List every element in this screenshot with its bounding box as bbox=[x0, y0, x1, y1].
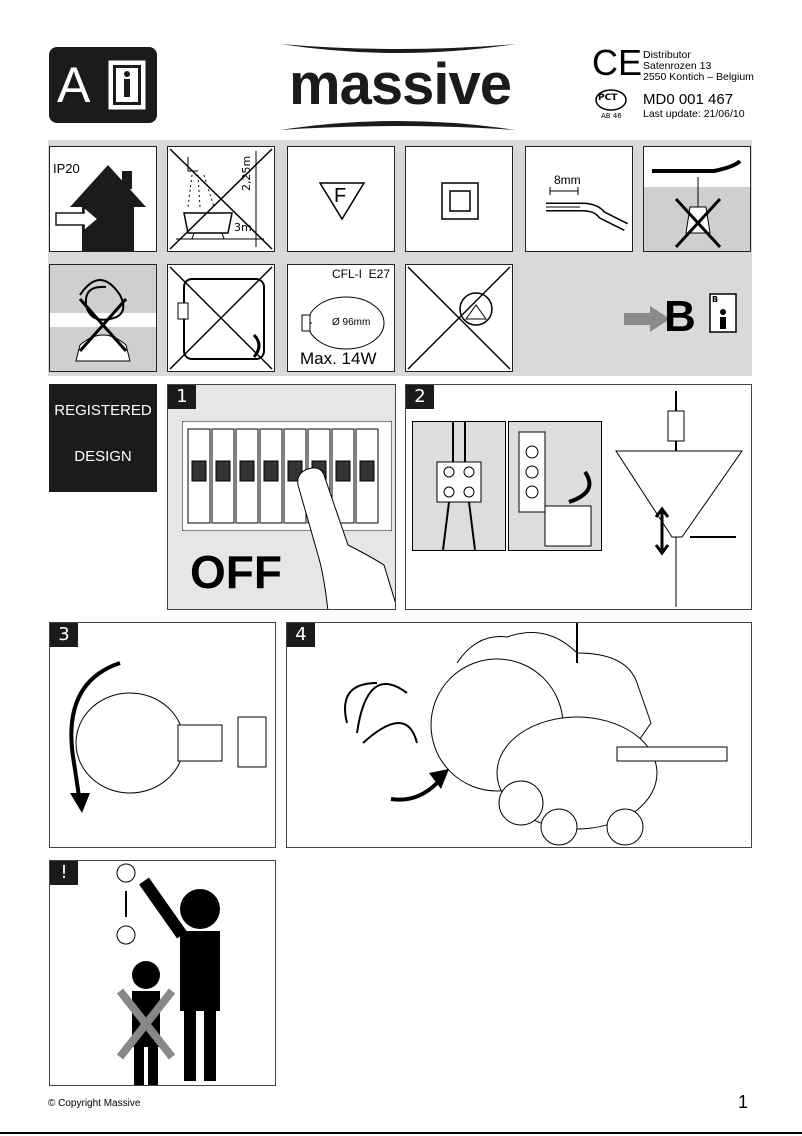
ceiling-lamp-crossed-icon bbox=[644, 147, 750, 249]
step-number: 4 bbox=[287, 623, 315, 647]
terminal-block-connect-icon bbox=[518, 431, 592, 547]
distributor-label: Distributor bbox=[643, 49, 691, 61]
step-number: 2 bbox=[406, 385, 434, 409]
max-power: Max. 14W bbox=[300, 349, 377, 368]
f-mark-letter: F bbox=[334, 185, 347, 207]
step3-panel: 3 bbox=[49, 622, 276, 848]
logo-swoosh-bottom bbox=[280, 121, 516, 130]
wire-strip-length: 8mm bbox=[554, 173, 581, 187]
dinosaur-lamp-icon bbox=[344, 623, 728, 846]
dimmer-crossed-icon bbox=[407, 266, 511, 370]
step-number: 1 bbox=[168, 385, 196, 409]
warning-panel: ! bbox=[49, 860, 276, 1086]
step4-panel: 4 bbox=[286, 622, 752, 848]
mains-cable-symbol bbox=[167, 264, 275, 372]
terminal-block-detail bbox=[412, 421, 506, 551]
wall-box-crossed-icon bbox=[169, 266, 273, 370]
terminal-block-icon bbox=[436, 422, 482, 550]
bulb-diameter: Ø 96mm bbox=[332, 317, 371, 328]
section-a-badge: A bbox=[49, 47, 157, 123]
distributor-street: Satenrozen 13 bbox=[643, 60, 712, 72]
booklet-b-drawing bbox=[709, 293, 737, 333]
symbol-grid bbox=[48, 140, 752, 376]
distance-width-label: 3m bbox=[234, 221, 252, 234]
terminal-block-connect-detail bbox=[508, 421, 602, 551]
distributor-block: Distributor Satenrozen 13 2550 Kontich –… bbox=[643, 50, 763, 83]
ce-mark: CE bbox=[592, 42, 643, 83]
ceiling-mount-warning-symbol bbox=[643, 146, 751, 252]
info-booklet-icon bbox=[108, 60, 146, 110]
finger-icon bbox=[297, 467, 395, 609]
booklet-b-icon: B bbox=[708, 292, 738, 334]
model-number: MD0 001 467 bbox=[643, 91, 734, 108]
f-mark-symbol: F bbox=[287, 146, 395, 252]
tangled-wires-symbol bbox=[49, 264, 157, 372]
step1-panel: 1 OFF bbox=[167, 384, 396, 610]
bulb-spec-symbol: CFL-I E27 Ø 96mm Max. 14W bbox=[287, 264, 395, 372]
registered-design-badge: REGISTERED DESIGN bbox=[49, 384, 157, 492]
brand-name: massive bbox=[289, 52, 512, 117]
logo-swoosh-top bbox=[280, 44, 516, 53]
wire-strip-symbol: 8mm bbox=[525, 146, 633, 252]
tangled-wires-crossed-icon bbox=[50, 279, 156, 362]
off-label: OFF bbox=[190, 546, 282, 598]
pct-mark: PCT AB 46 bbox=[594, 88, 628, 122]
no-dimmer-symbol bbox=[405, 264, 513, 372]
arrow-right-icon bbox=[624, 306, 670, 332]
distance-height-label: 2,25m bbox=[240, 155, 253, 191]
registered-line1: REGISTERED bbox=[54, 402, 152, 419]
registered-line2: DESIGN bbox=[74, 448, 132, 465]
page-number: 1 bbox=[738, 1092, 749, 1112]
copyright: © Copyright Massive bbox=[48, 1098, 141, 1109]
ip20-house-symbol: IP20 bbox=[49, 146, 157, 252]
bathtub-crossed-icon bbox=[169, 148, 273, 250]
bulb-icon bbox=[301, 296, 385, 350]
bulb-insert-icon bbox=[69, 661, 267, 813]
pct-code: AB 46 bbox=[601, 112, 622, 120]
footer-rule bbox=[0, 1132, 802, 1134]
house-icon bbox=[55, 165, 146, 251]
child-adult-bulb-icon bbox=[116, 863, 220, 1085]
last-update: Last update: 21/06/10 bbox=[643, 108, 745, 120]
pct-mark-icon bbox=[595, 89, 627, 111]
next-section-letter: B bbox=[664, 292, 696, 341]
triangle-icon bbox=[318, 182, 366, 221]
step-number: 3 bbox=[50, 623, 78, 647]
distributor-city: 2550 Kontich – Belgium bbox=[643, 71, 754, 83]
brand-logo: massive bbox=[276, 40, 520, 135]
section-letter: A bbox=[57, 57, 91, 113]
warning-mark: ! bbox=[50, 861, 78, 885]
double-square-icon bbox=[441, 182, 479, 220]
booklet-b-letter: B bbox=[712, 295, 719, 304]
stripped-wire-icon bbox=[546, 187, 629, 232]
double-insulation-symbol bbox=[405, 146, 513, 252]
lampshade-cone-icon bbox=[615, 391, 743, 607]
step2-panel: 2 bbox=[405, 384, 752, 610]
ip-rating: IP20 bbox=[53, 161, 80, 176]
bulb-type: CFL-I E27 bbox=[331, 267, 390, 281]
pct-mark-letters: PCT bbox=[598, 93, 618, 103]
bathroom-distance-symbol: 2,25m 3m bbox=[167, 146, 275, 252]
